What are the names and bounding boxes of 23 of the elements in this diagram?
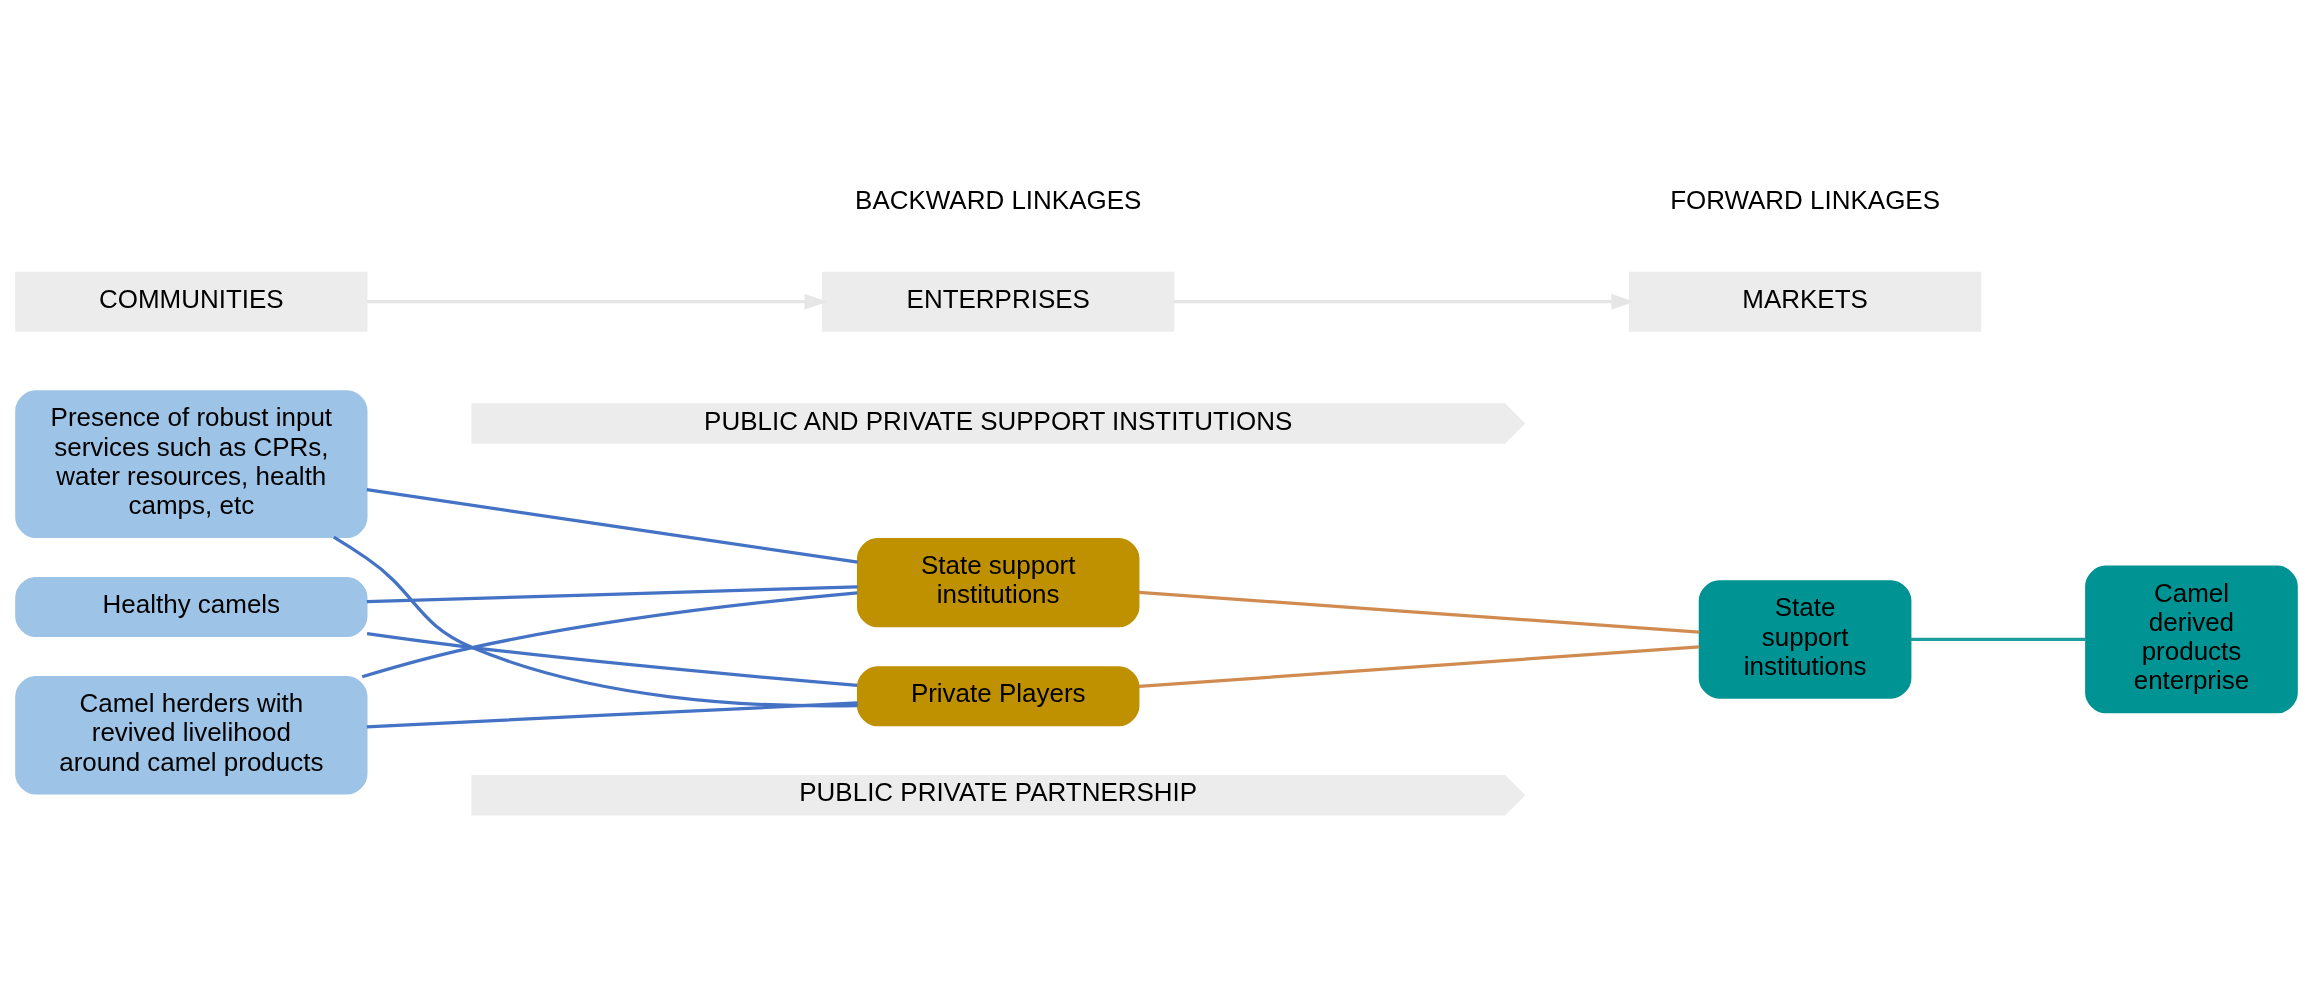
node-box: State support institutions — [856, 537, 1140, 627]
connector — [1910, 637, 2086, 641]
label: FORWARD LINKAGES — [1670, 184, 1940, 215]
node-box: MARKETS — [1628, 271, 1982, 332]
connector — [333, 535, 858, 708]
node-box: Healthy camels — [15, 576, 368, 637]
connector — [366, 631, 858, 687]
connector — [1138, 644, 1700, 688]
node-box: Camel derived products enterprise — [2085, 565, 2298, 713]
arrow — [1173, 293, 1635, 310]
node-box: Presence of robust input services such as CPRs, water resources, health camps, etc — [15, 389, 368, 538]
label: BACKWARD LINKAGES — [855, 184, 1142, 215]
connector — [361, 590, 858, 678]
connector — [366, 584, 858, 603]
connector — [366, 487, 858, 564]
node-box: Camel herders with revived livelihood around camel products — [15, 675, 368, 794]
node-box: COMMUNITIES — [15, 271, 368, 332]
arrow — [366, 293, 828, 310]
connector — [1138, 590, 1700, 634]
node-box: Private Players — [856, 665, 1140, 726]
node-box: State support institutions — [1698, 579, 1912, 699]
node-box: ENTERPRISES — [822, 271, 1175, 332]
connector — [366, 700, 858, 728]
